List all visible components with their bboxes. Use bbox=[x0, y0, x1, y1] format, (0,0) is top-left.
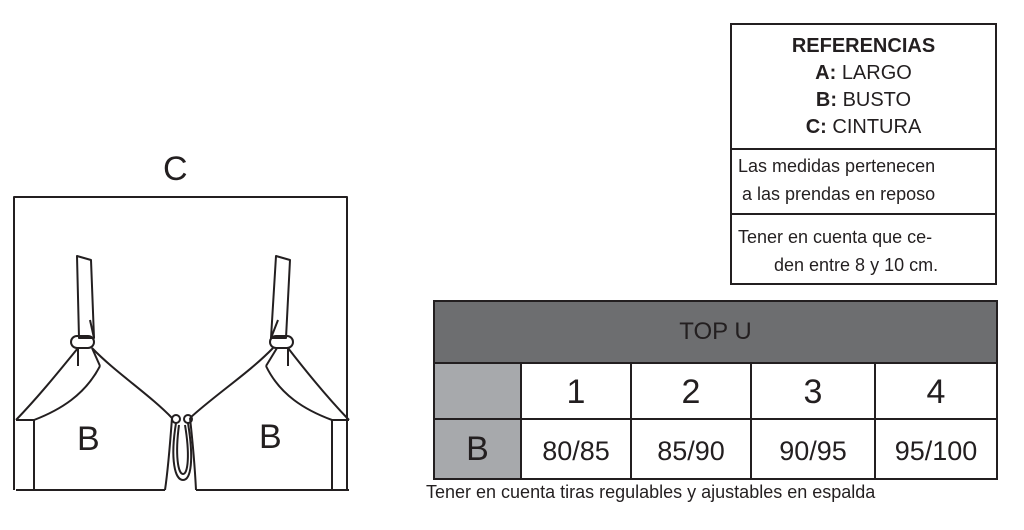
reference-item-b: B: BUSTO bbox=[815, 89, 912, 111]
waist-measure-frame bbox=[13, 196, 348, 490]
closure-ring-left bbox=[171, 414, 181, 424]
reference-item-a: A: LARGO bbox=[815, 62, 912, 84]
note2-line2: den entre 8 y 10 cm. bbox=[774, 255, 939, 275]
references-box: REFERENCIAS A: LARGO B: BUSTO C: CINTURA… bbox=[730, 23, 997, 285]
table-corner-cell bbox=[435, 364, 522, 420]
right-strap-slider bbox=[269, 335, 294, 349]
right-strap bbox=[270, 255, 291, 339]
value-size-2: 85/90 bbox=[632, 420, 752, 478]
size-header-3: 3 bbox=[752, 364, 876, 420]
size-header-1: 1 bbox=[522, 364, 632, 420]
strap-footnote: Tener en cuenta tiras regulables y ajust… bbox=[426, 482, 876, 502]
note1-line2: a las prendas en reposo bbox=[742, 184, 936, 204]
bra-outline-drawing bbox=[13, 196, 350, 491]
garment-diagram: C B B bbox=[0, 0, 420, 525]
note2-line1: Tener en cuenta que ce- bbox=[738, 227, 933, 247]
stretch-note: Tener en cuenta que ce- den entre 8 y 10… bbox=[732, 215, 995, 283]
label-b-right: B bbox=[259, 418, 282, 456]
label-b-left: B bbox=[77, 420, 100, 458]
value-size-4: 95/100 bbox=[894, 436, 978, 466]
reference-item-c: C: CINTURA bbox=[805, 116, 922, 138]
row-label-b: B bbox=[435, 420, 522, 478]
left-strap-slider bbox=[70, 335, 95, 349]
references-header: REFERENCIAS A: LARGO B: BUSTO C: CINTURA bbox=[732, 25, 995, 150]
size-header-4: 4 bbox=[876, 364, 996, 420]
value-size-3: 90/95 bbox=[752, 420, 876, 478]
note1-line1: Las medidas pertenecen bbox=[738, 156, 936, 176]
label-c: C bbox=[163, 150, 188, 188]
size-header-2: 2 bbox=[632, 364, 752, 420]
references-title: REFERENCIAS bbox=[791, 35, 936, 57]
value-size-1: 80/85 bbox=[522, 420, 632, 478]
size-table: TOP U 1 2 3 4 B 80/85 85/90 90/95 95/100 bbox=[433, 300, 998, 480]
table-title: TOP U bbox=[435, 302, 996, 364]
rest-measure-note: Las medidas pertenecen a las prendas en … bbox=[732, 150, 995, 215]
